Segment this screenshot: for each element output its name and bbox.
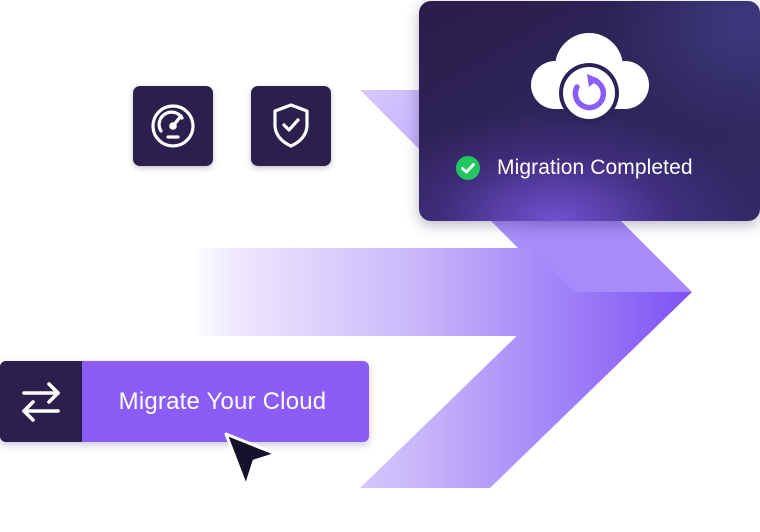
security-feature-tile xyxy=(251,86,331,166)
speed-feature-tile xyxy=(133,86,213,166)
status-message: Migration Completed xyxy=(497,156,693,179)
check-circle-icon xyxy=(456,156,480,180)
migrate-cloud-label: Migrate Your Cloud xyxy=(118,387,327,415)
speedometer-icon xyxy=(151,104,195,148)
cursor-pointer-icon xyxy=(224,432,278,488)
migrate-cloud-button[interactable]: Migrate Your Cloud xyxy=(0,361,369,442)
migrate-icon-box xyxy=(0,361,82,442)
swap-arrows-icon xyxy=(22,381,60,422)
cloud-sync-icon xyxy=(531,33,649,123)
shield-check-icon xyxy=(273,103,309,148)
migration-status-card: Migration Completed xyxy=(419,1,760,221)
status-row: Migration Completed xyxy=(455,153,693,183)
